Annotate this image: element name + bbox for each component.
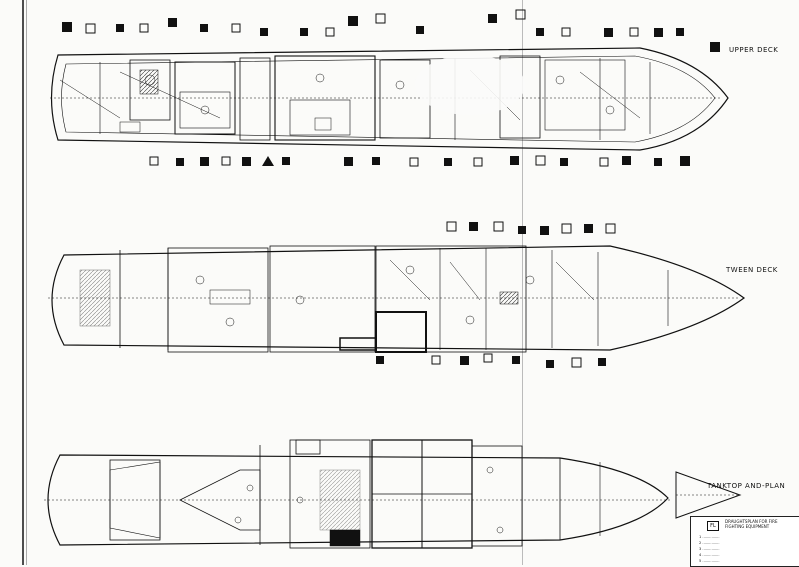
tanktop-hull-outline: [47, 454, 669, 546]
equipment-legend: FL DRAUGHTSPLAN FOR FIRE FIGHTING EQUIPM…: [690, 516, 799, 567]
legend-heading: DRAUGHTSPLAN FOR FIRE FIGHTING EQUIPMENT: [725, 519, 778, 529]
paper-fold-line: [22, 0, 24, 565]
legend-item: 3 ...............: [699, 547, 720, 551]
legend-item: 1 ...............: [699, 535, 720, 539]
paper-fold-line-inner: [26, 0, 27, 565]
legend-key-symbol: FL: [707, 521, 719, 531]
tween-deck-equipment-markers: [376, 221, 616, 368]
legend-item: 4 ...............: [699, 553, 720, 557]
tween-deck-plan: [48, 245, 746, 353]
tween-deck-hull-outline: [51, 245, 746, 351]
tween-deck-label: TWEEN DECK: [726, 266, 778, 274]
upper-deck-plan: [50, 12, 729, 151]
upper-deck-equipment-markers-top: [62, 9, 720, 52]
legend-item: 2 ...............: [699, 541, 720, 545]
upper-deck-label: UPPER DECK: [729, 46, 779, 54]
tanktop-label: TANKTOP AND-PLAN: [707, 482, 786, 490]
paper-seam-line: [522, 0, 523, 565]
legend-item: 5 ...............: [699, 559, 720, 563]
upper-deck-equipment-markers-bottom: [149, 155, 690, 167]
upper-deck-hull-outline: [50, 47, 729, 151]
tanktop-plan: [44, 439, 742, 549]
